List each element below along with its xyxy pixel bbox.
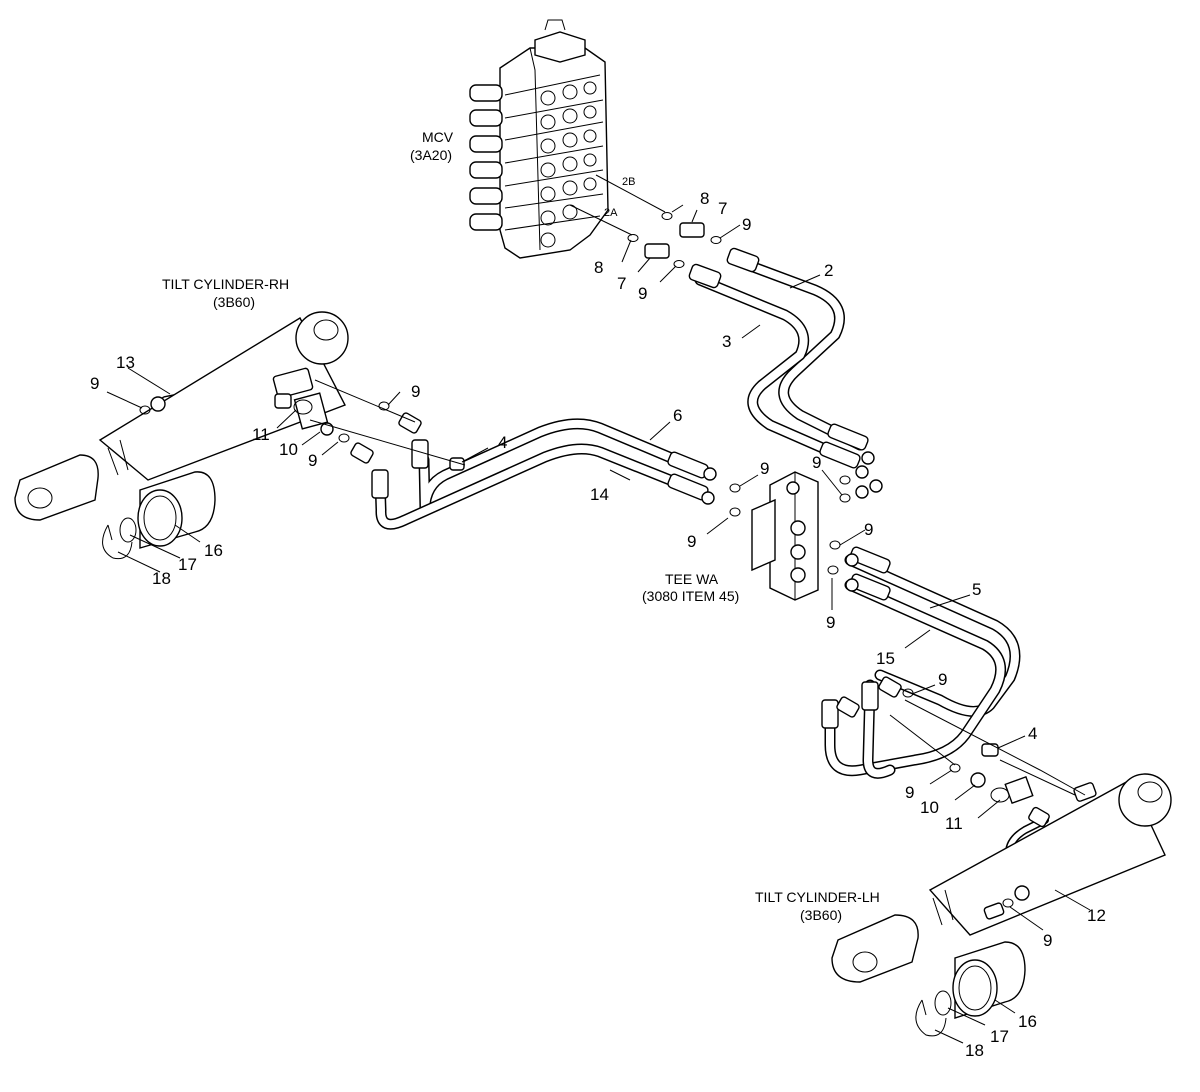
mcv-code-label: (3A20)	[410, 147, 452, 163]
port-2a-label: 2A	[604, 207, 618, 219]
callout-5: 5	[972, 580, 981, 599]
lh-o-ring-17	[934, 990, 952, 1016]
callout-10: 10	[279, 440, 298, 459]
callout-9: 9	[638, 284, 647, 303]
callout-9: 9	[760, 459, 769, 478]
callout-7: 7	[617, 274, 626, 293]
callout-18: 18	[152, 569, 171, 588]
hose-5	[844, 554, 1021, 717]
port-2b-label: 2B	[622, 176, 635, 188]
lh-snap-ring-18	[915, 999, 947, 1037]
rh-cylinder-fittings	[139, 379, 466, 471]
callout-12: 12	[1087, 906, 1106, 925]
callout-9: 9	[742, 215, 751, 234]
callout-8: 8	[594, 258, 603, 277]
tee-code-label: (3080 ITEM 45)	[642, 588, 739, 604]
hose-3	[694, 274, 856, 466]
hose-fittings	[350, 247, 902, 729]
callout-7: 7	[718, 199, 727, 218]
callout-13: 13	[116, 353, 135, 372]
tilt-lh-name-label: TILT CYLINDER-LH	[755, 889, 880, 905]
callout-2: 2	[824, 261, 833, 280]
lh-bushing-16	[952, 941, 1026, 1019]
mcv-valve-body	[469, 19, 609, 259]
callout-18: 18	[965, 1041, 984, 1060]
hose-14	[374, 443, 706, 530]
callout-15: 15	[876, 649, 895, 668]
callout-9: 9	[687, 532, 696, 551]
callout-11: 11	[945, 814, 963, 833]
tee-block	[729, 471, 851, 601]
tee-name-label: TEE WA	[665, 571, 719, 587]
callout-8: 8	[700, 189, 709, 208]
leader-lines	[106, 204, 1091, 1044]
rh-snap-ring-18	[102, 524, 133, 560]
tilt-rh-code-label: (3B60)	[213, 294, 255, 310]
mcv-name-label: MCV	[422, 129, 454, 145]
callout-6: 6	[673, 406, 682, 425]
tilt-cylinder-lh	[831, 773, 1172, 983]
callout-14: 14	[590, 485, 609, 504]
callout-9: 9	[826, 613, 835, 632]
callout-4: 4	[498, 433, 507, 452]
hose-6	[418, 418, 706, 516]
callout-3: 3	[722, 332, 731, 351]
callout-4: 4	[1028, 724, 1037, 743]
callout-10: 10	[920, 798, 939, 817]
tilt-rh-name-label: TILT CYLINDER-RH	[162, 276, 289, 292]
callout-9: 9	[1043, 931, 1052, 950]
callout-17: 17	[178, 555, 197, 574]
lh-cylinder-fittings	[889, 688, 1086, 920]
tilt-cylinder-rh	[14, 311, 349, 521]
mcv-fittings	[627, 212, 722, 268]
callout-9: 9	[938, 670, 947, 689]
tilt-lh-code-label: (3B60)	[800, 907, 842, 923]
hose-2	[734, 256, 866, 451]
rh-o-ring-17	[119, 517, 137, 543]
callout-17: 17	[990, 1027, 1009, 1046]
callout-9: 9	[308, 451, 317, 470]
callout-9: 9	[905, 783, 914, 802]
hose-15-lower	[862, 679, 896, 779]
callout-11: 11	[252, 425, 270, 444]
rh-bushing-16	[137, 471, 216, 549]
callout-9: 9	[812, 453, 821, 472]
callout-9: 9	[90, 374, 99, 393]
callout-9: 9	[864, 520, 873, 539]
hose-15	[824, 579, 1007, 777]
callout-9: 9	[411, 382, 420, 401]
callout-16: 16	[1018, 1012, 1037, 1031]
callout-16: 16	[204, 541, 223, 560]
